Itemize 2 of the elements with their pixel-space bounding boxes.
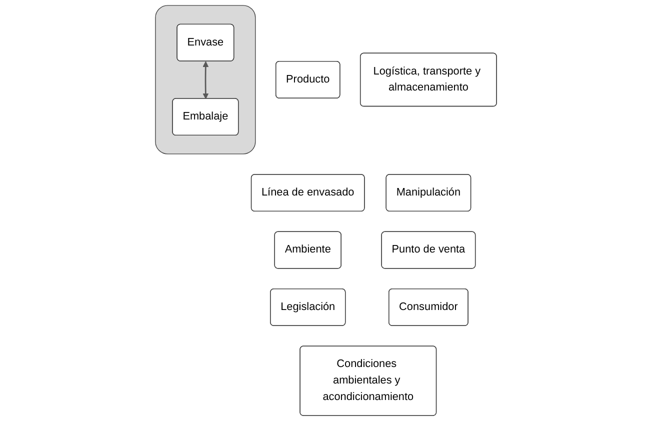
cluster: [156, 5, 256, 154]
arrow: [203, 61, 210, 100]
